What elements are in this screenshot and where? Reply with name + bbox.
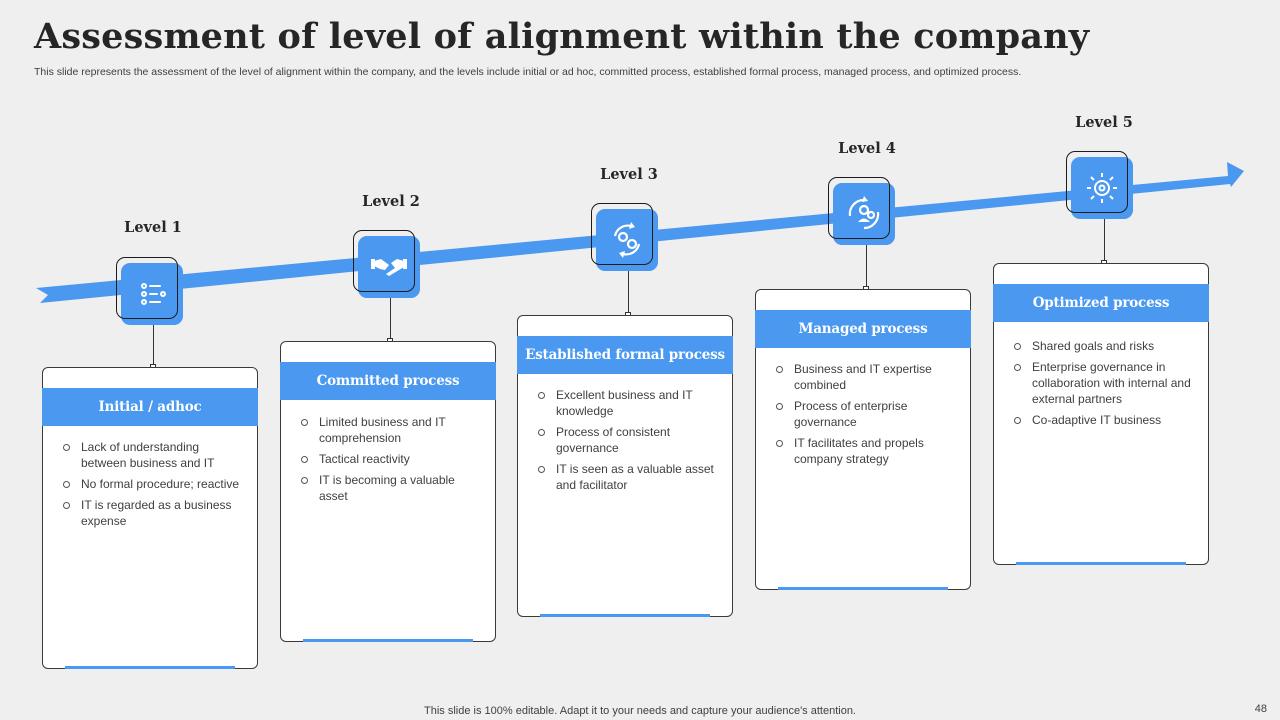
level-3-connector [628, 271, 629, 315]
level-1-list: Lack of understanding between business a… [62, 439, 243, 534]
level-3-list: Excellent business and IT knowledge Proc… [537, 387, 718, 498]
slide-footer: This slide is 100% editable. Adapt it to… [424, 705, 856, 717]
level-4-connector [866, 245, 867, 289]
level-5-icon-tile [1066, 151, 1136, 221]
network-gear-icon [1087, 173, 1117, 203]
level-4-card: Managed process Business and IT expertis… [755, 289, 971, 590]
list-item: Process of enterprise governance [775, 398, 956, 430]
level-4-icon-tile [828, 177, 898, 247]
card-accent-bar [540, 614, 710, 617]
level-1-connector [153, 325, 154, 367]
page-number: 48 [1254, 703, 1267, 715]
level-1-label: Level 1 [124, 219, 182, 236]
list-item: Limited business and IT comprehension [300, 414, 481, 446]
slide-subtitle: This slide represents the assessment of … [34, 66, 1022, 78]
level-2-list: Limited business and IT comprehension Ta… [300, 414, 481, 509]
level-5-label: Level 5 [1075, 114, 1133, 131]
level-1-icon-tile [116, 257, 186, 327]
level-3-label: Level 3 [600, 166, 658, 183]
level-5-heading: Optimized process [993, 284, 1209, 322]
level-2-card: Committed process Limited business and I… [280, 341, 496, 642]
level-2-heading: Committed process [280, 362, 496, 400]
list-item: No formal procedure; reactive [62, 476, 243, 492]
level-2-label: Level 2 [362, 193, 420, 210]
level-2-connector [390, 298, 391, 341]
list-item: Shared goals and risks [1013, 338, 1194, 354]
level-4-label: Level 4 [838, 140, 896, 157]
list-item: IT is regarded as a business expense [62, 497, 243, 529]
card-accent-bar [1016, 562, 1186, 565]
level-5-connector [1104, 219, 1105, 263]
list-item: Co-adaptive IT business [1013, 412, 1194, 428]
list-item: IT is seen as a valuable asset and facil… [537, 461, 718, 493]
list-item: IT is becoming a valuable asset [300, 472, 481, 504]
level-5-list: Shared goals and risks Enterprise govern… [1013, 338, 1194, 433]
level-1-card: Initial / adhoc Lack of understanding be… [42, 367, 258, 669]
level-3-icon-tile [591, 203, 661, 273]
list-item: Tactical reactivity [300, 451, 481, 467]
level-2-icon-tile [353, 230, 423, 300]
list-item: Process of consistent governance [537, 424, 718, 456]
level-3-card: Established formal process Excellent bus… [517, 315, 733, 617]
list-item: Enterprise governance in collaboration w… [1013, 359, 1194, 407]
list-item: IT facilitates and propels company strat… [775, 435, 956, 467]
list-item: Excellent business and IT knowledge [537, 387, 718, 419]
slide-title: Assessment of level of alignment within … [34, 16, 1090, 57]
level-1-heading: Initial / adhoc [42, 388, 258, 426]
checklist-icon [141, 283, 166, 305]
gears-cycle-icon [613, 222, 641, 258]
list-item: Lack of understanding between business a… [62, 439, 243, 471]
handshake-icon [371, 259, 407, 276]
card-accent-bar [303, 639, 473, 642]
level-5-card: Optimized process Shared goals and risks… [993, 263, 1209, 565]
card-accent-bar [65, 666, 235, 669]
card-accent-bar [778, 587, 948, 590]
level-3-heading: Established formal process [517, 336, 733, 374]
team-gears-icon [848, 196, 880, 230]
level-4-list: Business and IT expertise combined Proce… [775, 361, 956, 472]
level-4-heading: Managed process [755, 310, 971, 348]
list-item: Business and IT expertise combined [775, 361, 956, 393]
